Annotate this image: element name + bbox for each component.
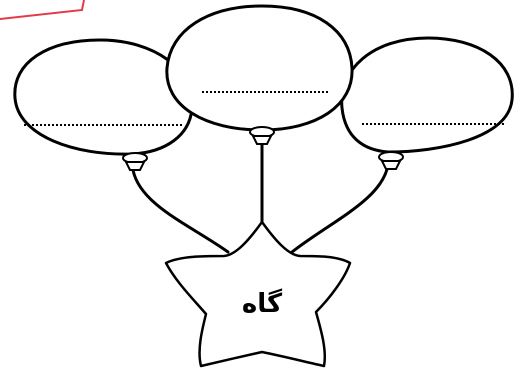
right-balloon-string [292, 165, 388, 252]
left-balloon-knot [123, 153, 147, 170]
word-star: گاه [166, 222, 350, 366]
right-balloon-shape [342, 38, 513, 152]
right-balloon [342, 38, 513, 169]
center-balloon-shape [167, 6, 352, 130]
star-word: گاه [242, 288, 283, 319]
left-balloon [15, 40, 192, 170]
left-balloon-shape [15, 40, 192, 154]
right-balloon-knot [379, 152, 403, 169]
center-balloon [167, 6, 352, 144]
center-balloon-knot [250, 127, 274, 144]
left-balloon-string [133, 170, 228, 252]
corner-mark [0, 0, 84, 19]
